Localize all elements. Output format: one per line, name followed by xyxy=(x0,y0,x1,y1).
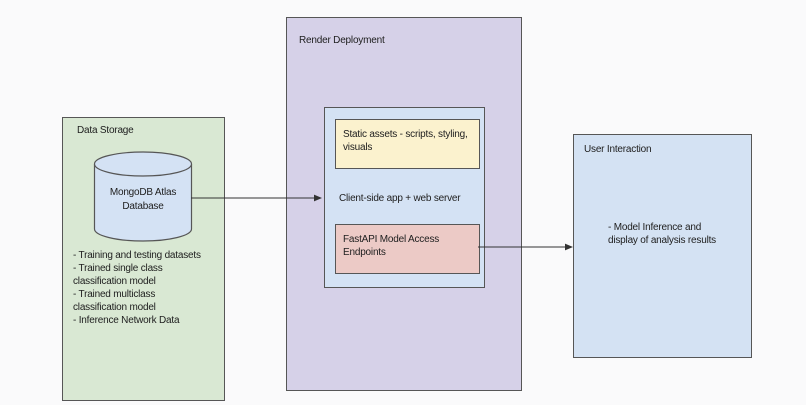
database-label: MongoDB Atlas Database xyxy=(109,187,177,212)
client-server-group-box: Static assets - scripts, styling, visual… xyxy=(324,107,485,288)
data-storage-notes: - Training and testing datasets - Traine… xyxy=(73,250,201,326)
client-app-label: Client-side app + web server xyxy=(339,193,461,204)
user-interaction-notes: - Model Inference and display of analysi… xyxy=(608,222,716,246)
canvas-bottom-margin xyxy=(0,405,806,417)
user-interaction-title: User Interaction xyxy=(584,144,652,155)
render-deployment-title: Render Deployment xyxy=(299,35,385,46)
fastapi-endpoints-box: FastAPI Model Access Endpoints xyxy=(335,224,480,274)
static-assets-box: Static assets - scripts, styling, visual… xyxy=(335,119,480,169)
data-storage-title: Data Storage xyxy=(77,125,134,136)
data-storage-box: Data Storage MongoDB Atlas Database - Tr… xyxy=(62,117,225,401)
user-interaction-box: User Interaction - Model Inference and d… xyxy=(573,134,752,358)
database-cylinder-icon xyxy=(93,151,193,243)
fastapi-endpoints-label: FastAPI Model Access Endpoints xyxy=(343,234,440,258)
static-assets-label: Static assets - scripts, styling, visual… xyxy=(343,129,468,153)
render-deployment-box: Render Deployment Static assets - script… xyxy=(286,17,522,391)
